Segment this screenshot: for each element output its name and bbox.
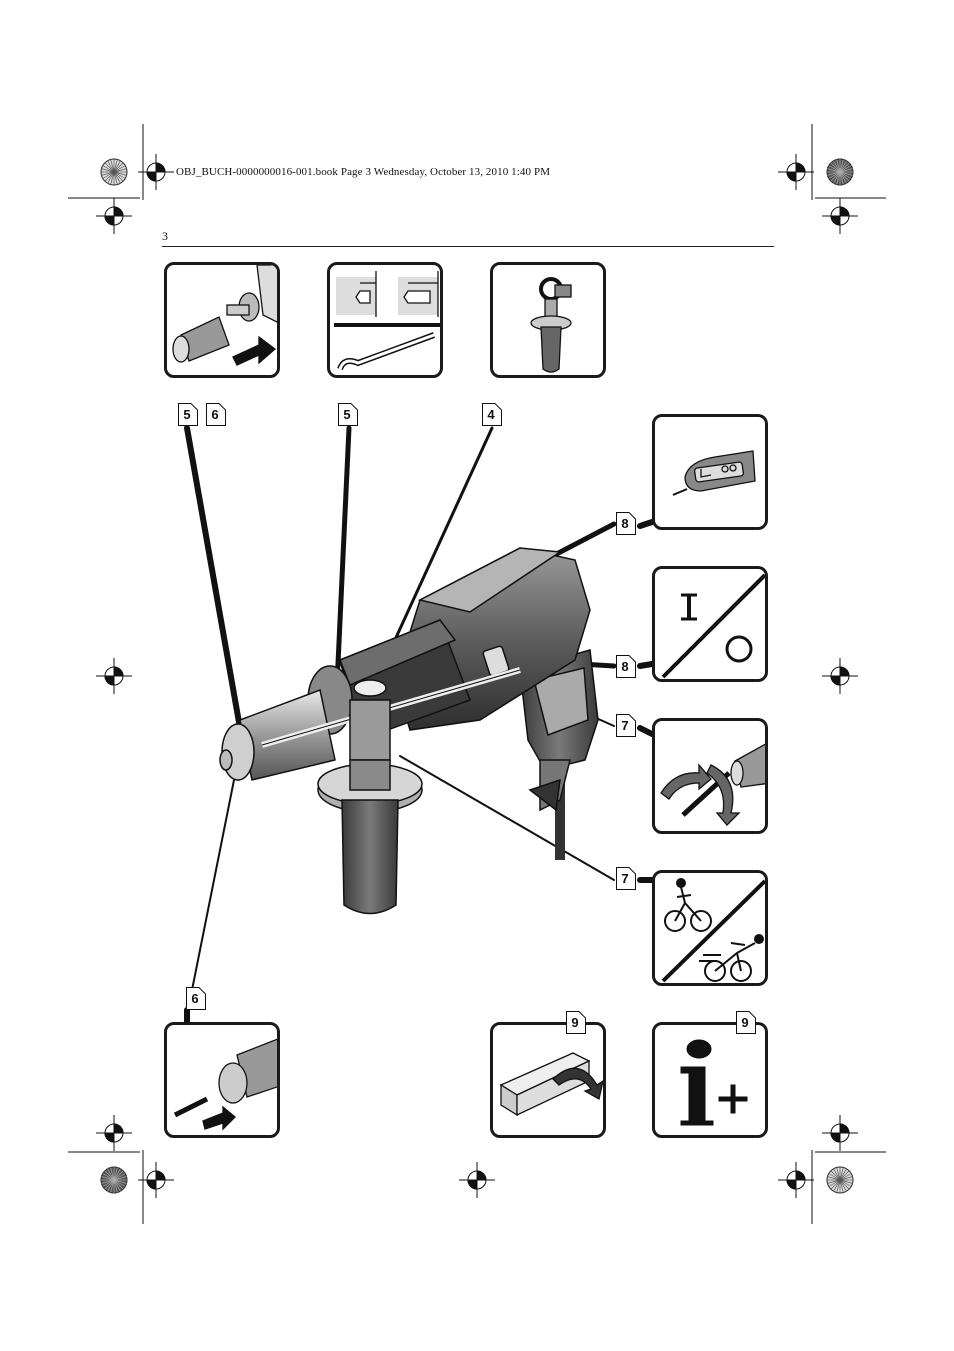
crosshair-target-icon (778, 154, 814, 190)
panel-carrying-case (490, 1022, 606, 1138)
page-number: 3 (162, 229, 168, 243)
ref-tag-5: 5 (178, 403, 198, 426)
header-rule (162, 246, 774, 247)
ref-tag-7b: 7 (616, 867, 636, 890)
ref-tag-5b: 5 (338, 403, 358, 426)
ref-tag-label: 7 (621, 718, 629, 733)
carrying-case-icon (499, 1052, 603, 1117)
insert-bit-icon (173, 1038, 277, 1131)
ref-tag-6: 6 (206, 403, 226, 426)
ref-tag-label: 8 (621, 516, 629, 531)
ref-tag-label: 8 (621, 659, 629, 674)
color-rosette-icon (826, 158, 854, 186)
crosshair-target-icon (138, 1162, 174, 1198)
crosshair-target-icon (459, 1162, 495, 1198)
ref-tag-9: 9 (566, 1011, 586, 1034)
depth-stop-icon (334, 271, 440, 371)
ref-tag-4: 4 (482, 403, 502, 426)
ref-tag-label: 6 (211, 407, 219, 422)
book-header: OBJ_BUCH-0000000016-001.book Page 3 Wedn… (176, 166, 551, 178)
crosshair-target-icon (96, 198, 132, 234)
panel-switch-lock (652, 414, 768, 530)
crosshair-target-icon (822, 1115, 858, 1151)
color-rosette-icon (100, 1166, 128, 1194)
switch-lock-icon (672, 450, 756, 496)
panel-depth-stop (327, 262, 443, 378)
ref-tag-label: 5 (343, 407, 351, 422)
panel-insert-bit (164, 1022, 280, 1138)
crosshair-target-icon (822, 198, 858, 234)
rotation-direction-icon (660, 743, 765, 826)
crosshair-target-icon (138, 154, 174, 190)
crosshair-target-icon (96, 658, 132, 694)
panel-on-off (652, 566, 768, 682)
more-info-icon (680, 1039, 748, 1126)
ref-tag-label: 5 (183, 407, 191, 422)
crosshair-target-icon (778, 1162, 814, 1198)
panel-auxiliary-handle (490, 262, 606, 378)
ref-tag-label: 9 (741, 1015, 749, 1030)
panel-speed-selection (652, 870, 768, 986)
panel-more-info (652, 1022, 768, 1138)
ref-tag-8: 8 (616, 512, 636, 535)
color-rosette-icon (826, 1166, 854, 1194)
crosshair-target-icon (822, 658, 858, 694)
panel-rotation-direction (652, 718, 768, 834)
chuck-change-icon (172, 265, 277, 366)
ref-tag-label: 4 (487, 407, 495, 422)
ref-tag-8b: 8 (616, 655, 636, 678)
ref-tag-9b: 9 (736, 1011, 756, 1034)
color-rosette-icon (100, 158, 128, 186)
ref-tag-label: 6 (191, 991, 199, 1006)
crosshair-target-icon (96, 1115, 132, 1151)
ref-tag-label: 9 (571, 1015, 579, 1030)
panel-chuck-change (164, 262, 280, 378)
ref-tag-7: 7 (616, 714, 636, 737)
ref-tag-label: 7 (621, 871, 629, 886)
speed-selection-icon (661, 878, 765, 983)
on-off-icon (661, 573, 765, 679)
auxiliary-handle-icon (530, 277, 572, 373)
ref-tag-6b: 6 (186, 987, 206, 1010)
